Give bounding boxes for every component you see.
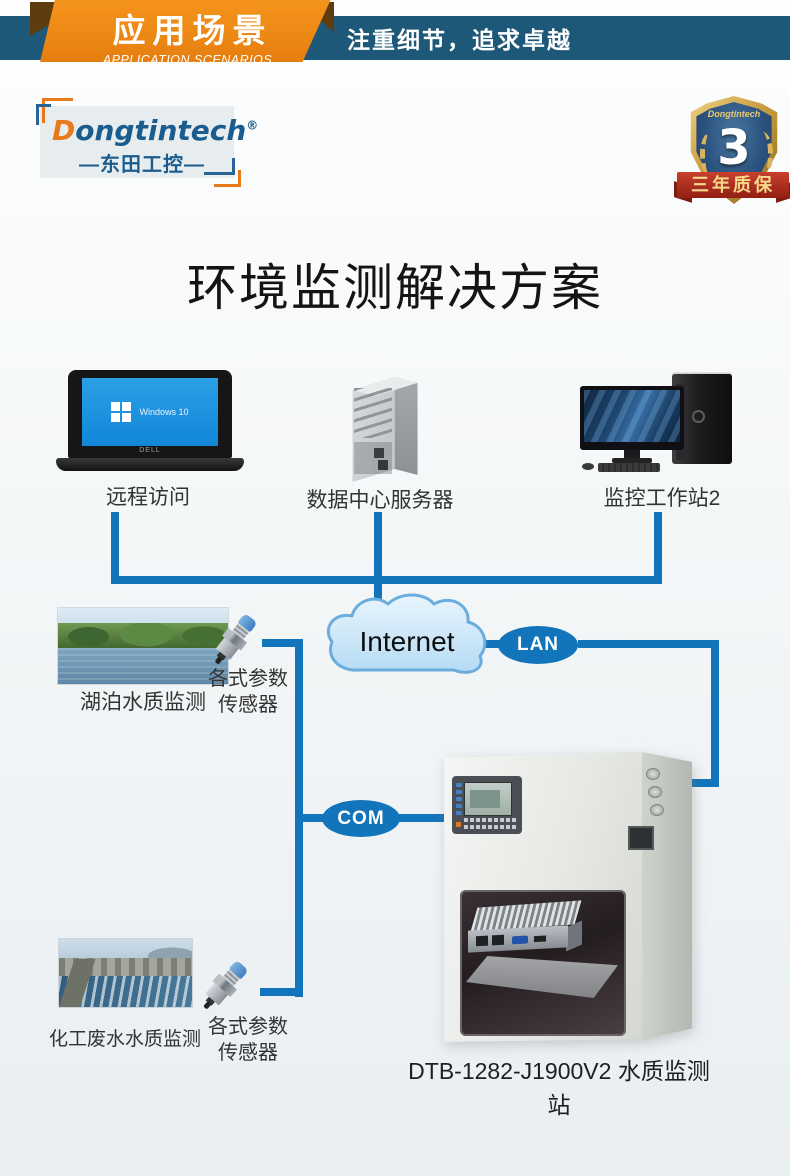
registered-mark-icon: ® xyxy=(246,118,259,133)
internet-label: Internet xyxy=(359,626,455,657)
embedded-pc-front xyxy=(468,925,568,953)
connector-sensor-trunk xyxy=(295,639,303,997)
connector-sensor-top xyxy=(262,639,303,647)
workstation-illustration xyxy=(580,372,746,476)
photo-trees xyxy=(58,623,228,648)
laptop-base xyxy=(56,458,244,471)
logo-rest: ongtintech xyxy=(75,114,247,147)
server-side xyxy=(394,376,418,475)
server-label: 数据中心服务器 xyxy=(306,489,454,512)
monitor-bezel xyxy=(580,386,684,450)
logo-wordmark: Dongtintech® xyxy=(52,114,258,148)
panel-keys xyxy=(464,825,516,829)
connector-lan-east xyxy=(578,640,719,648)
monitor-screen xyxy=(584,390,680,442)
panel-orange-key xyxy=(456,822,461,827)
connector-workstation xyxy=(654,512,662,584)
lake-photo xyxy=(58,608,228,684)
page-title: 环境监测解决方案 xyxy=(187,260,603,316)
lan-node: LAN xyxy=(498,626,578,664)
logo-panel xyxy=(40,106,234,178)
logo-bracket-icon xyxy=(204,158,235,175)
monitor-stand xyxy=(624,450,640,458)
workstation-label: 监控工作站2 xyxy=(603,487,721,510)
sensor-bottom-label-2: 传感器 xyxy=(218,1042,278,1064)
badge-brand-text: Dongtintech xyxy=(707,109,761,119)
ethernet-port xyxy=(492,934,504,946)
sensor-top-label-1: 各式参数 xyxy=(208,668,288,690)
server-port xyxy=(378,460,388,470)
embedded-pc-side xyxy=(566,920,582,952)
laptop-label: 远程访问 xyxy=(106,486,190,509)
station-caption: DTB-1282-J1900V2 水质监测站 xyxy=(408,1058,710,1118)
badge-ribbon: 三年质保 xyxy=(677,172,789,198)
hdmi-port xyxy=(534,935,546,943)
connector-bus xyxy=(111,576,662,584)
laurel-icon xyxy=(752,132,773,176)
internet-cloud: Internet xyxy=(318,592,496,678)
com-node: COM xyxy=(322,800,400,837)
logo-bracket-icon xyxy=(42,98,73,123)
pc-shelf xyxy=(466,956,618,998)
cabinet-side xyxy=(642,752,692,1040)
server-port xyxy=(374,448,384,458)
connector-cloud-lan xyxy=(484,640,500,648)
laurel-icon xyxy=(700,132,721,176)
connector-sensor-bottom xyxy=(260,988,303,996)
cabinet-vent xyxy=(628,826,654,850)
photo-water xyxy=(58,647,228,684)
panel-screen-graph xyxy=(470,790,500,808)
connector-com-right xyxy=(398,814,446,822)
sensor-top-label-2: 传感器 xyxy=(218,694,278,716)
wastewater-photo xyxy=(59,939,192,1007)
logo-bracket-icon xyxy=(214,170,241,187)
warranty-badge: Dongtintech 3 三年质保 xyxy=(674,96,790,216)
badge-number: 3 xyxy=(717,120,751,176)
sensor-cable xyxy=(203,1001,212,1010)
banner-title: 应用场景 xyxy=(112,12,273,49)
laptop-brand-text: DELL xyxy=(139,447,161,454)
keyboard xyxy=(598,463,660,472)
laptop-display: Windows 10 xyxy=(82,378,218,446)
lake-label: 湖泊水质监测 xyxy=(80,691,206,714)
ethernet-port xyxy=(476,935,488,947)
cable-gland xyxy=(646,768,660,780)
control-panel xyxy=(452,776,522,834)
monitor-foot xyxy=(612,458,652,463)
logo-bracket-icon xyxy=(36,104,51,125)
windows-logo-icon xyxy=(111,402,132,422)
connector-laptop xyxy=(111,512,119,584)
sensor-bottom-label-1: 各式参数 xyxy=(208,1016,288,1038)
panel-keys xyxy=(464,818,516,822)
vga-port xyxy=(512,935,528,945)
connector-lan-down xyxy=(711,640,719,787)
header-banner: 应用场景 APPLICATION SCENARIOS xyxy=(40,0,331,62)
monitoring-station-illustration xyxy=(438,744,694,1044)
laptop-os-text: Windows 10 xyxy=(139,407,189,417)
cable-gland xyxy=(648,786,662,798)
photo-sky xyxy=(59,939,192,959)
photo-sky xyxy=(58,608,228,627)
mouse xyxy=(582,463,594,470)
server-illustration xyxy=(348,364,422,482)
cloud-icon xyxy=(326,593,487,674)
server-drive-slots xyxy=(354,388,392,438)
connector-server xyxy=(374,512,382,616)
cabinet-window xyxy=(460,890,626,1036)
laptop-illustration: Windows 10 DELL xyxy=(56,370,244,478)
banner-subtitle: APPLICATION SCENARIOS xyxy=(102,53,273,67)
tower-logo-icon xyxy=(692,410,705,423)
sensor-illustration xyxy=(196,957,251,1015)
panel-buttons-column xyxy=(456,783,462,815)
connector-com-left xyxy=(303,814,323,822)
logo-letter-d: D xyxy=(52,114,76,147)
logo-chinese: —东田工控— xyxy=(79,154,205,176)
header-tagline: 注重细节，追求卓越 xyxy=(347,27,572,53)
cable-gland xyxy=(650,804,664,816)
wastewater-label: 化工废水水质监测 xyxy=(48,1029,201,1050)
